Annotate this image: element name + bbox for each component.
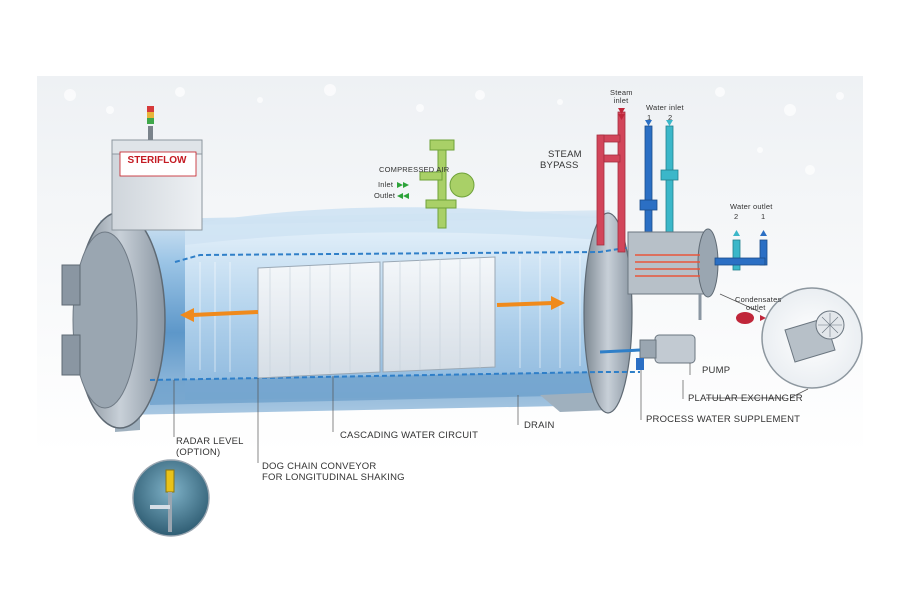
pump <box>599 334 696 370</box>
steriflow-logo: STERIFLOW <box>127 155 187 166</box>
steam-bypass-label-line2: BYPASS <box>540 160 579 171</box>
water-droplets-decoration <box>64 84 844 175</box>
platular-exchanger-label: PLATULAR EXCHANGER <box>688 393 803 404</box>
pump-label: PUMP <box>702 365 731 376</box>
motion-arrow-right <box>496 296 565 310</box>
cascading-water-line <box>174 246 681 263</box>
rear-flange <box>583 212 633 414</box>
signal-tower-icon <box>147 106 154 140</box>
steam-piping <box>596 111 626 253</box>
water-inlet-arrows <box>645 120 673 126</box>
cascading-water-circuit-label: CASCADING WATER CIRCUIT <box>340 430 479 441</box>
condensates-label-line1: Condensates <box>735 295 782 304</box>
platular-exchanger-detail-icon <box>761 287 863 389</box>
dog-chain-label-line2: FOR LONGITUDINAL SHAKING <box>262 472 405 483</box>
leader-lines <box>173 293 809 463</box>
condensates-label-line2: outlet <box>746 303 766 312</box>
condensates-trap <box>698 294 766 324</box>
basket-load <box>257 256 496 379</box>
radar-level-sensor-icon <box>132 459 210 537</box>
radar-level-label-line1: RADAR LEVEL <box>176 436 244 447</box>
water-outlet-piping <box>714 230 768 271</box>
air-outlet-arrows <box>397 193 409 199</box>
air-inlet-label: Inlet <box>378 180 394 189</box>
autoclave-door <box>61 211 166 429</box>
air-inlet-arrows <box>397 182 409 188</box>
water-inlet-2-label: 2 <box>668 113 673 122</box>
steam-inlet-label-line2: inlet <box>613 96 629 105</box>
radar-level-label-line2: (OPTION) <box>176 447 221 458</box>
return-water-line <box>149 371 640 381</box>
steam-bypass-label-line1: STEAM <box>548 149 582 160</box>
platular-exchanger <box>627 228 719 298</box>
water-outlet-2-label: 2 <box>734 212 739 221</box>
water-outlet-label: Water outlet <box>730 202 773 211</box>
process-water-supplement-label: PROCESS WATER SUPPLEMENT <box>646 414 801 425</box>
steam-inlet-label-line1: Steam <box>610 88 633 97</box>
steriflow-control-cabinet-icon <box>111 139 203 231</box>
compressed-air-valve-assembly <box>419 139 475 229</box>
drain-label: DRAIN <box>524 420 555 431</box>
dog-chain-label-line1: DOG CHAIN CONVEYOR <box>262 461 377 472</box>
steam-inlet-arrows <box>618 108 625 120</box>
water-spray <box>199 255 581 372</box>
compressed-air-label: COMPRESSED AIR <box>379 165 450 174</box>
motion-arrow-left <box>180 308 259 322</box>
air-outlet-label: Outlet <box>374 191 396 200</box>
water-inlet-label: Water inlet <box>646 103 684 112</box>
water-inlet-1-label: 1 <box>647 113 652 122</box>
water-outlet-1-label: 1 <box>761 212 766 221</box>
